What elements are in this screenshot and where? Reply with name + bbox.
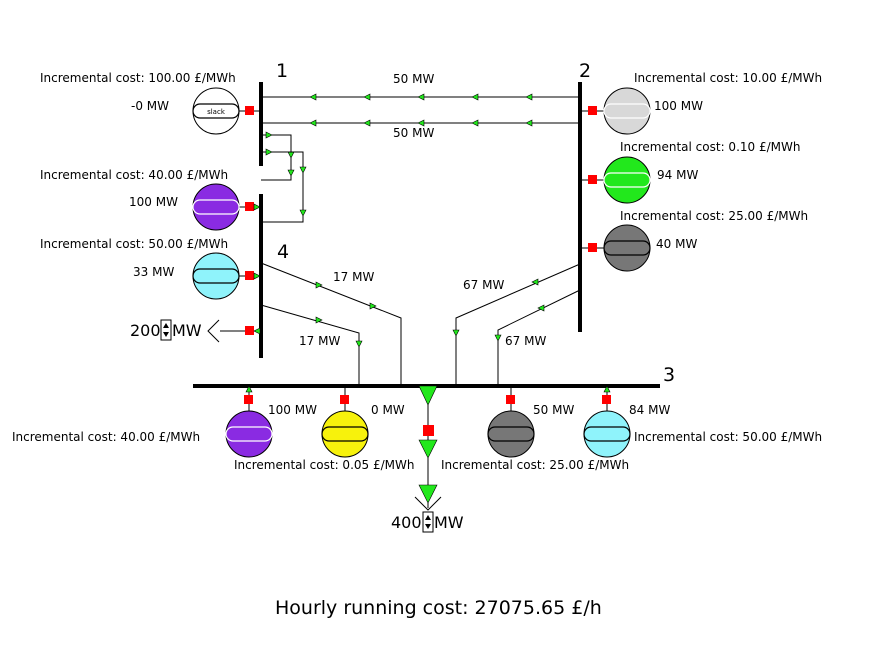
line-2-3-b-flow: 67 MW — [505, 334, 546, 348]
breaker[interactable] — [245, 326, 254, 335]
gen-bus3-a-output: 100 MW — [268, 403, 317, 417]
gen-bus2-bottom-cost: Incremental cost: 25.00 £/MWh — [620, 209, 808, 223]
generator-bus2-top[interactable] — [580, 87, 651, 135]
hourly-running-cost: Hourly running cost: 27075.65 £/h — [275, 597, 602, 619]
generator-bus3-c[interactable] — [487, 386, 535, 458]
line-4-3-a[interactable] — [260, 262, 402, 386]
bus-3-label: 3 — [663, 364, 675, 386]
gen-bus2-mid-output: 94 MW — [657, 168, 698, 182]
gen-bus3-c-output: 50 MW — [533, 403, 574, 417]
generator-bus4-top[interactable] — [192, 183, 261, 231]
gen-bus3-c-cost: Incremental cost: 25.00 £/MWh — [441, 458, 629, 472]
load-bus3[interactable] — [414, 385, 442, 511]
gen-bus3-a-cost: Incremental cost: 40.00 £/MWh — [12, 430, 200, 444]
gen-bus2-bottom-output: 40 MW — [656, 237, 697, 251]
line-1-4-b[interactable] — [261, 148, 307, 223]
line-1-4-a[interactable] — [261, 131, 295, 181]
line-2-3-a[interactable] — [452, 263, 581, 386]
line-4-3-b[interactable] — [260, 304, 363, 386]
load-bus3-value[interactable]: 400 — [391, 513, 422, 532]
generator-bus3-d[interactable] — [583, 385, 631, 458]
line-1-2-top[interactable] — [261, 93, 580, 101]
generator-slack[interactable]: slack — [192, 87, 261, 135]
generator-bus4-bottom[interactable] — [192, 252, 261, 300]
bus-1-label: 1 — [276, 60, 288, 82]
gen-bus4-top-cost: Incremental cost: 40.00 £/MWh — [40, 168, 228, 182]
breaker[interactable] — [506, 395, 515, 404]
breaker[interactable] — [588, 243, 597, 252]
breaker[interactable] — [244, 395, 253, 404]
slack-cost: Incremental cost: 100.00 £/MWh — [40, 71, 236, 85]
slack-label: slack — [207, 108, 226, 116]
slack-output: -0 MW — [131, 99, 169, 113]
gen-bus3-b-cost: Incremental cost: 0.05 £/MWh — [234, 458, 414, 472]
line-4-3-b-flow: 17 MW — [299, 334, 340, 348]
breaker[interactable] — [602, 395, 611, 404]
breaker[interactable] — [245, 106, 254, 115]
gen-bus3-b-output: 0 MW — [371, 403, 405, 417]
gen-bus2-top-cost: Incremental cost: 10.00 £/MWh — [634, 71, 822, 85]
breaker[interactable] — [245, 271, 254, 280]
gen-bus4-bottom-cost: Incremental cost: 50.00 £/MWh — [40, 237, 228, 251]
load-bus3-spinner[interactable] — [422, 511, 434, 533]
line-1-2-bottom-flow: 50 MW — [393, 126, 434, 140]
gen-bus3-d-output: 84 MW — [629, 403, 670, 417]
load-bus4[interactable] — [207, 319, 261, 343]
generator-bus3-b[interactable] — [321, 386, 369, 458]
breaker[interactable] — [588, 175, 597, 184]
generator-bus2-bottom[interactable] — [580, 224, 651, 272]
gen-bus4-bottom-output: 33 MW — [133, 265, 174, 279]
breaker[interactable] — [340, 395, 349, 404]
line-1-2-bottom[interactable] — [261, 119, 580, 127]
gen-bus3-d-cost: Incremental cost: 50.00 £/MWh — [634, 430, 822, 444]
bus-2-label: 2 — [579, 60, 591, 82]
breaker[interactable] — [423, 425, 434, 436]
breaker[interactable] — [245, 202, 254, 211]
load-bus4-unit: MW — [172, 321, 202, 340]
bus-4-label: 4 — [277, 241, 289, 263]
load-bus3-unit: MW — [434, 513, 464, 532]
line-2-3-b[interactable] — [494, 289, 581, 386]
line-4-3-a-flow: 17 MW — [333, 270, 374, 284]
generator-bus3-a[interactable] — [225, 385, 273, 458]
line-1-2-top-flow: 50 MW — [393, 72, 434, 86]
gen-bus2-top-output: 100 MW — [654, 99, 703, 113]
load-bus4-spinner[interactable] — [160, 319, 172, 341]
gen-bus2-mid-cost: Incremental cost: 0.10 £/MWh — [620, 140, 800, 154]
breaker[interactable] — [588, 106, 597, 115]
gen-bus4-top-output: 100 MW — [129, 195, 178, 209]
generator-bus2-mid[interactable] — [580, 156, 651, 204]
load-bus4-value[interactable]: 200 — [130, 321, 161, 340]
line-2-3-a-flow: 67 MW — [463, 278, 504, 292]
